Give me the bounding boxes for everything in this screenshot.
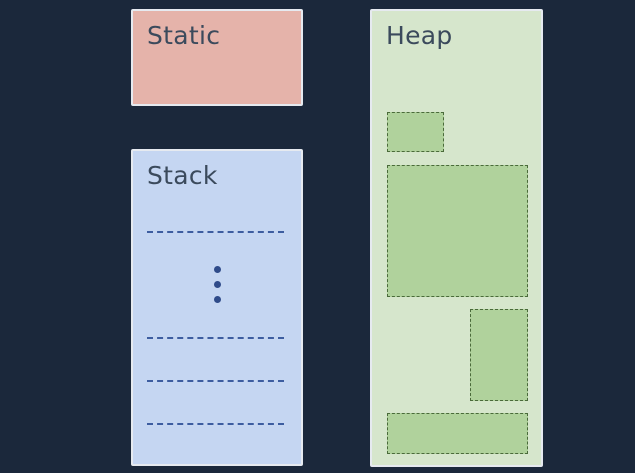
stack-frame-divider xyxy=(147,423,284,425)
stack-ellipsis-dot xyxy=(214,266,221,273)
heap-allocated-block xyxy=(387,413,528,454)
stack-region-label: Stack xyxy=(147,161,218,190)
stack-memory-region: Stack xyxy=(131,149,303,466)
stack-frame-divider xyxy=(147,337,284,339)
stack-ellipsis-dot xyxy=(214,296,221,303)
stack-frame-divider xyxy=(147,380,284,382)
stack-ellipsis-dot xyxy=(214,281,221,288)
static-memory-region: Static xyxy=(131,9,303,106)
static-region-label: Static xyxy=(147,21,221,50)
heap-memory-region: Heap xyxy=(370,9,543,467)
heap-allocated-block xyxy=(387,165,528,297)
heap-region-label: Heap xyxy=(386,21,453,50)
heap-allocated-block xyxy=(470,309,528,401)
stack-frame-divider xyxy=(147,231,284,233)
heap-allocated-block xyxy=(387,112,444,152)
